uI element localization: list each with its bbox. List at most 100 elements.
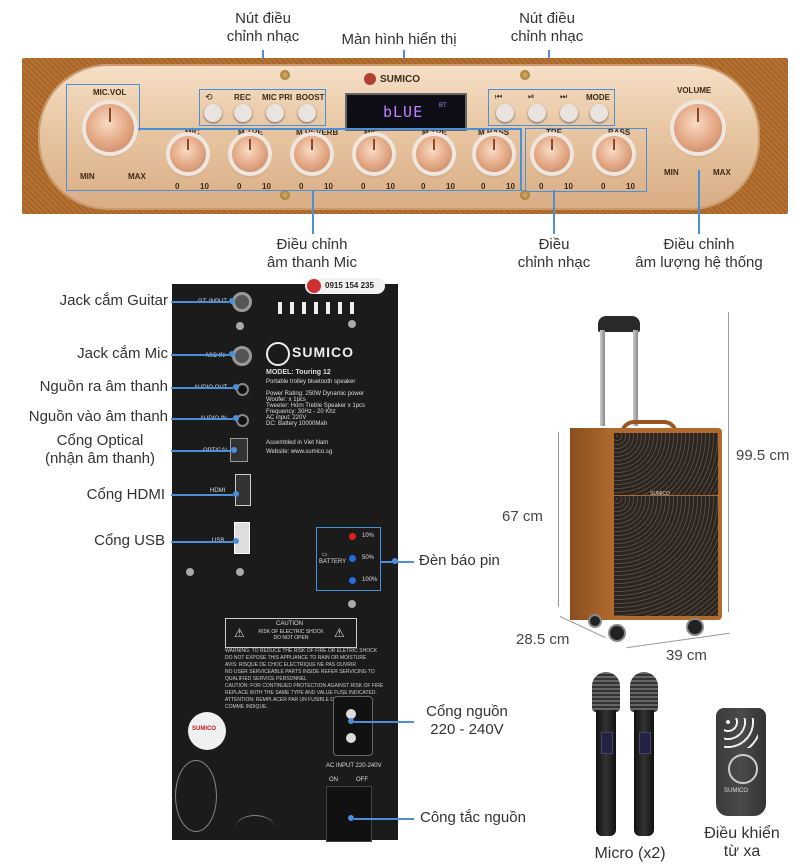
power-socket[interactable] bbox=[333, 696, 373, 756]
label-battery-indicator: Đèn báo pin bbox=[419, 552, 500, 569]
scale-min: 0 bbox=[481, 182, 486, 191]
specs-block: Power Rating: 250W Dynamic power Woofer:… bbox=[266, 391, 365, 427]
trolley-handle-grip bbox=[598, 316, 640, 332]
caution-box: ⚠ ⚠ CAUTION RISK OF ELECTRIC SHOCK DO NO… bbox=[225, 618, 357, 648]
hdmi-text: HDMI bbox=[210, 488, 226, 494]
warning-line: QUALIFIED SERVICE PERSONNEL bbox=[225, 676, 307, 682]
guitar-jack[interactable] bbox=[232, 292, 252, 312]
highlight-line bbox=[520, 128, 522, 190]
control-faceplate bbox=[38, 64, 760, 210]
music-bass-knob[interactable] bbox=[596, 136, 632, 172]
leader-dot bbox=[348, 718, 354, 724]
next-icon: ⏭ bbox=[560, 92, 568, 101]
leader-line bbox=[171, 354, 229, 356]
warning-line: ATTENTION: REMPLACER PAR UN FUSIBLE DE M… bbox=[225, 697, 369, 703]
mic-bass-knob[interactable] bbox=[476, 136, 512, 172]
label-optical: Cổng Optical(nhận âm thanh) bbox=[44, 432, 156, 467]
scale-min: 0 bbox=[299, 182, 304, 191]
dim-width: 39 cm bbox=[666, 647, 707, 664]
mic-vol-knob[interactable] bbox=[86, 104, 134, 152]
volume-min: MIN bbox=[664, 168, 679, 177]
scale-max: 10 bbox=[386, 182, 395, 191]
leader-dot bbox=[233, 491, 239, 497]
mic-display-icon bbox=[601, 732, 613, 754]
mic-reverb-knob[interactable] bbox=[294, 136, 330, 172]
mic-vol-max: MAX bbox=[128, 172, 146, 181]
dimension-line-total-height bbox=[728, 312, 729, 612]
leader-dot bbox=[233, 538, 239, 544]
mic-level-knob[interactable] bbox=[356, 136, 392, 172]
qc-sticker: SUMICO bbox=[188, 712, 226, 750]
leader-line bbox=[312, 190, 314, 234]
screw bbox=[236, 322, 244, 330]
decorative-art-bridge bbox=[235, 815, 275, 841]
prev-button[interactable] bbox=[496, 104, 514, 122]
scale-min: 0 bbox=[237, 182, 242, 191]
mic-treble-knob[interactable] bbox=[232, 136, 268, 172]
play-pause-button[interactable] bbox=[528, 104, 546, 122]
boost-button[interactable] bbox=[298, 104, 316, 122]
mic-echo-knob[interactable] bbox=[170, 136, 206, 172]
hdmi-port[interactable] bbox=[235, 474, 251, 506]
mic-vol-label: MIC.VOL bbox=[93, 88, 127, 97]
scale-max: 10 bbox=[506, 182, 515, 191]
remote-control: SUMICO bbox=[716, 708, 766, 816]
leader-line bbox=[698, 170, 700, 234]
dim-total-height: 99.5 cm bbox=[736, 447, 790, 464]
boost-label: BOOST bbox=[296, 93, 325, 102]
trolley-rod-left bbox=[600, 330, 605, 426]
leader-dot bbox=[229, 298, 235, 304]
loop-button[interactable] bbox=[204, 104, 222, 122]
mic-body-1 bbox=[596, 710, 616, 836]
power-switch[interactable] bbox=[326, 786, 372, 842]
scale-max: 10 bbox=[626, 182, 635, 191]
leader-dot bbox=[348, 815, 354, 821]
knob-label: M.TRE bbox=[422, 128, 447, 137]
mic-display-icon bbox=[639, 732, 651, 754]
music-treble-knob[interactable] bbox=[534, 136, 570, 172]
label-hdmi: Cổng HDMI bbox=[86, 486, 165, 503]
knob-label: M.TRE bbox=[238, 128, 263, 137]
knob-label: BASS bbox=[608, 128, 631, 137]
highlight-line bbox=[138, 128, 522, 130]
knob-label: TRE bbox=[546, 128, 562, 137]
screw bbox=[520, 190, 530, 200]
mic-pri-button[interactable] bbox=[266, 104, 284, 122]
mode-button[interactable] bbox=[590, 104, 608, 122]
battery-icon: ▭ bbox=[322, 552, 328, 558]
scale-min: 0 bbox=[601, 182, 606, 191]
volume-label: VOLUME bbox=[677, 86, 712, 95]
battery-text: BATTERY bbox=[319, 559, 347, 565]
back-brand: SUMICO bbox=[292, 344, 354, 360]
rec-button[interactable] bbox=[234, 104, 252, 122]
socket-pin bbox=[346, 733, 356, 743]
mic-tre2-knob[interactable] bbox=[416, 136, 452, 172]
battery-led-50 bbox=[349, 555, 356, 562]
wheel bbox=[588, 614, 602, 628]
label-microphones: Micro (x2) bbox=[594, 845, 666, 862]
volume-knob[interactable] bbox=[674, 104, 722, 152]
scale-max: 10 bbox=[564, 182, 573, 191]
screw bbox=[236, 568, 244, 576]
battery-level-10: 10% bbox=[362, 533, 375, 539]
spec-line: Power Rating: 250W Dynamic power bbox=[266, 391, 365, 397]
mic-body-2 bbox=[634, 710, 654, 836]
scale-max: 10 bbox=[262, 182, 271, 191]
highlight-music-knobs bbox=[525, 128, 647, 192]
battery-level-50: 50% bbox=[362, 555, 375, 561]
leader-dot bbox=[233, 384, 239, 390]
mic-jack[interactable] bbox=[232, 346, 252, 366]
vent-slots bbox=[278, 302, 358, 314]
next-button[interactable] bbox=[560, 104, 578, 122]
warning-line: CAUTION: FOR CONTINUED PROTECTION AGAINS… bbox=[225, 683, 384, 689]
screw bbox=[348, 600, 356, 608]
switch-off-text: OFF bbox=[356, 777, 368, 783]
label-usb: Cổng USB bbox=[94, 532, 165, 549]
screw bbox=[348, 320, 356, 328]
leader-line bbox=[171, 387, 233, 389]
sticker-brand: SUMICO bbox=[192, 726, 216, 732]
